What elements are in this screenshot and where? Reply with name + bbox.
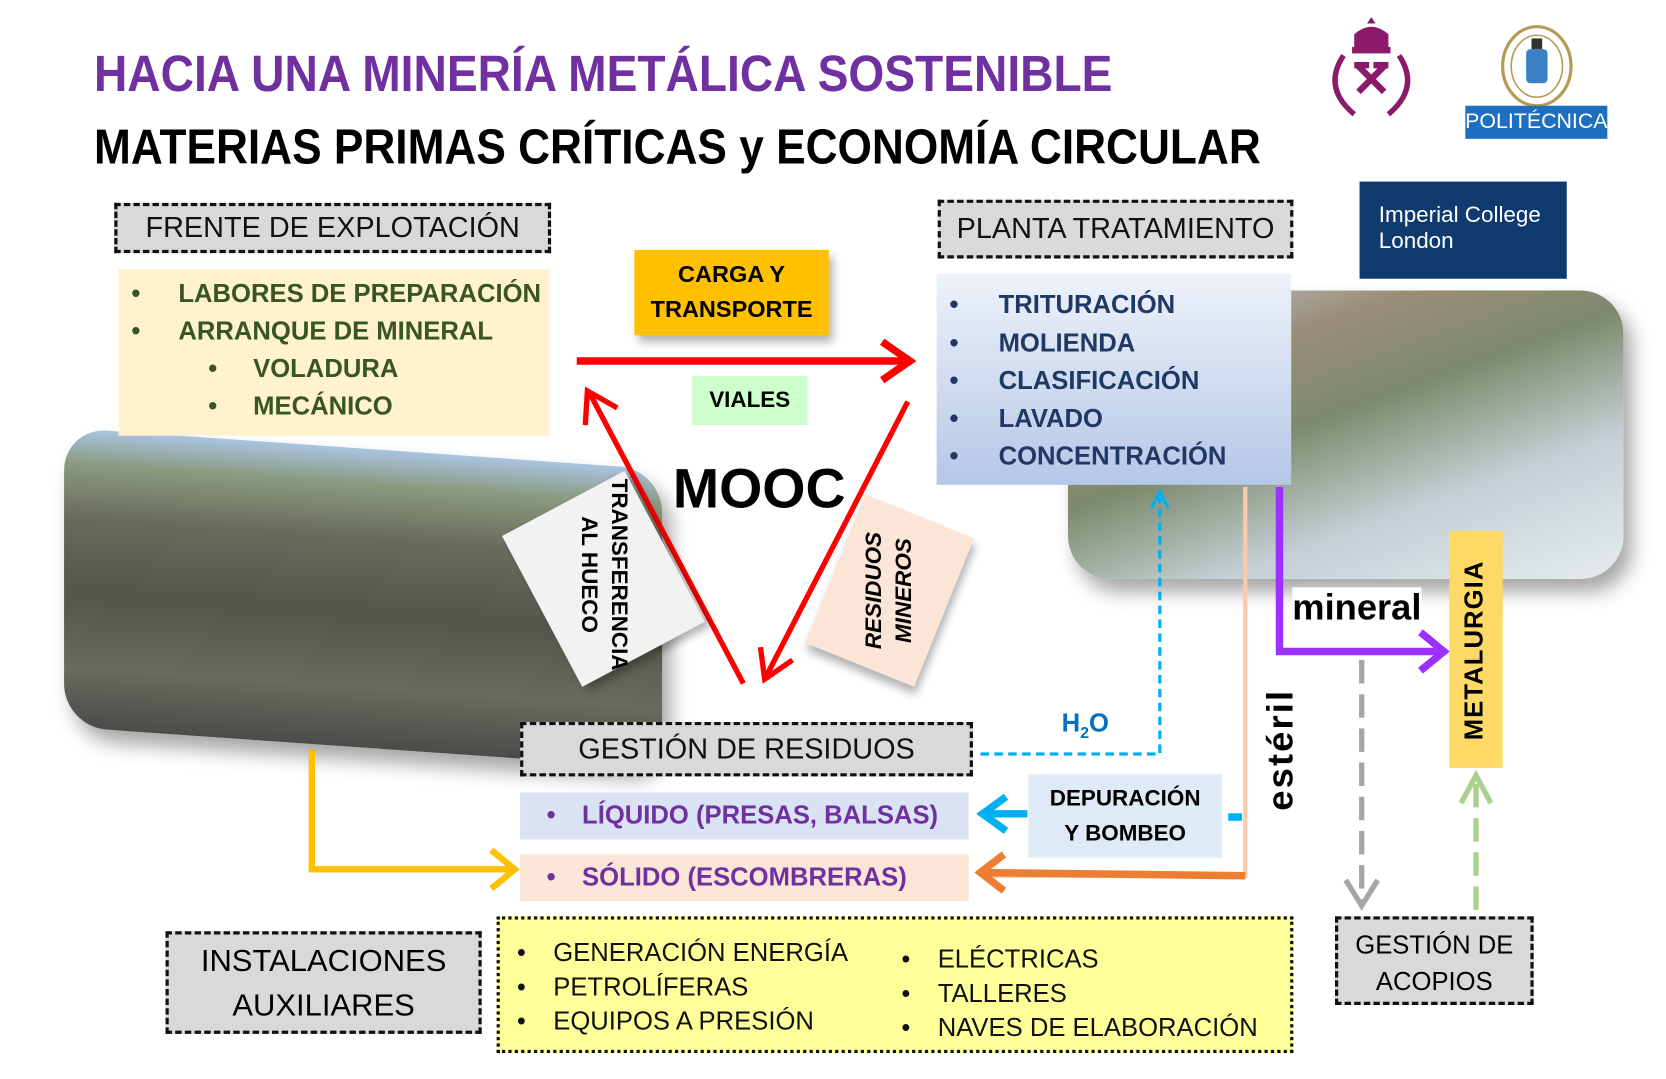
carga-transporte-label: CARGA Y TRANSPORTE (634, 249, 829, 336)
solido-label: SÓLIDO (ESCOMBRERAS) (582, 862, 907, 892)
gestion-acopios-box: GESTIÓN DE ACOPIOS (1335, 916, 1534, 1005)
residuos-mineros-label: RESIDUOS MINEROS (860, 511, 920, 671)
h2o-o: O (1089, 709, 1109, 738)
h2o-sub: 2 (1080, 723, 1090, 743)
arrow-to-solido (974, 851, 1246, 894)
depuracion-bombeo-box: DEPURACIÓN Y BOMBEO (1028, 774, 1222, 858)
politecnica-logo-text: POLITÉCNICA (1465, 105, 1608, 139)
liquido-label: LÍQUIDO (PRESAS, BALSAS) (582, 800, 939, 830)
arrow-planta-to-residuos (757, 400, 911, 684)
auxiliares-list-box: GENERACIÓN ENERGÍA PETROLÍFERAS EQUIPOS … (496, 916, 1294, 1054)
list-item: ELÉCTRICAS (884, 943, 1257, 977)
list-item: ARRANQUE DE MINERAL (119, 313, 549, 350)
depuracion-line1: DEPURACIÓN (1049, 786, 1201, 811)
residuos-line2: MINEROS (891, 538, 917, 643)
arrow-to-liquido (976, 793, 1243, 834)
planta-processes-box: TRITURACIÓN MOLIENDA CLASIFICACIÓN LAVAD… (936, 273, 1292, 485)
instalaciones-auxiliares-header: INSTALACIONES AUXILIARES (165, 931, 482, 1034)
metalurgia-box (1449, 530, 1503, 768)
acopios-line1: GESTIÓN DE (1355, 931, 1514, 961)
h2o-h: H (1061, 709, 1081, 738)
arrow-yellow-mine-to-solido (308, 749, 520, 892)
imperial-logo-line2: London (1378, 228, 1454, 254)
gestion-residuos-header: GESTIÓN DE RESIDUOS (520, 721, 973, 777)
frente-explotacion-header: FRENTE DE EXPLOTACIÓN (114, 202, 552, 254)
list-item: TRITURACIÓN (937, 286, 1292, 324)
h2o-label: H2O (1062, 709, 1109, 742)
imperial-college-logo: Imperial College London (1359, 181, 1567, 279)
esteril-label: estéril (1260, 688, 1301, 811)
list-item: VOLADURA (119, 350, 549, 387)
list-item: EQUIPOS A PRESIÓN (500, 1005, 884, 1039)
list-item: MECÁNICO (119, 388, 549, 425)
solido-item: • SÓLIDO (ESCOMBRERAS) (520, 854, 969, 902)
list-item: LAVADO (937, 400, 1292, 438)
planta-tratamiento-header: PLANTA TRATAMIENTO (937, 199, 1294, 259)
list-item: MOLIENDA (937, 324, 1292, 362)
aux-title-line2: AUXILIARES (232, 988, 415, 1024)
list-item: GENERACIÓN ENERGÍA (500, 937, 884, 971)
arrow-mineral-to-metalurgia (1275, 487, 1450, 674)
transferencia-line2: AL HUECO (576, 516, 602, 633)
list-item: TALLERES (884, 977, 1257, 1011)
liquido-item: • LÍQUIDO (PRESAS, BALSAS) (520, 792, 969, 840)
transferencia-label: TRANSFERENCIA AL HUECO (574, 473, 634, 676)
viales-label: VIALES (692, 375, 808, 426)
mineral-label: mineral (1292, 587, 1422, 630)
main-title: HACIA UNA MINERÍA METÁLICA SOSTENIBLE (93, 45, 1113, 103)
list-item: LABORES DE PREPARACIÓN (119, 276, 549, 313)
arrow-residuos-to-frente (582, 386, 746, 685)
list-item: PETROLÍFERAS (500, 971, 884, 1005)
metalurgia-label: METALURGIA (1459, 560, 1489, 741)
carga-line1: CARGA Y (678, 260, 786, 288)
bullet: • (546, 800, 556, 830)
bullet: • (546, 862, 556, 892)
carga-line2: TRANSPORTE (650, 295, 813, 323)
list-item: CONCENTRACIÓN (937, 438, 1292, 476)
transferencia-line1: TRANSFERENCIA (606, 478, 632, 671)
depuracion-line2: Y BOMBEO (1064, 821, 1186, 846)
residuos-line1: RESIDUOS (861, 532, 887, 650)
imperial-logo-line1: Imperial College (1378, 202, 1541, 228)
list-item: NAVES DE ELABORACIÓN (884, 1011, 1257, 1045)
subtitle: MATERIAS PRIMAS CRÍTICAS y ECONOMÍA CIRC… (93, 118, 1261, 175)
aux-title-line1: INSTALACIONES (200, 944, 447, 979)
arrow-frente-to-planta (576, 338, 917, 384)
mining-school-crest-logo (1332, 17, 1411, 117)
upm-seal-logo (1501, 25, 1573, 108)
frente-activities-box: LABORES DE PREPARACIÓN ARRANQUE DE MINER… (118, 269, 549, 436)
acopios-line2: ACOPIOS (1375, 967, 1493, 997)
mooc-label: MOOC (672, 458, 846, 521)
h2o-dashed-line (980, 493, 1162, 756)
list-item: CLASIFICACIÓN (937, 362, 1292, 400)
